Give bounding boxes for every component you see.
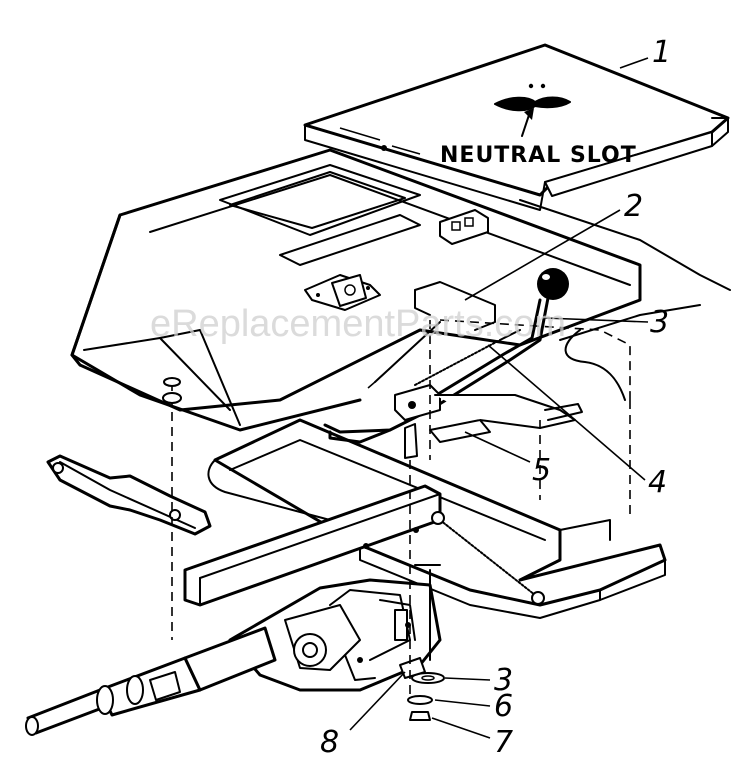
watermark: eReplacementParts.com	[150, 303, 566, 345]
callout-7: 7	[494, 725, 513, 760]
part-5-lever-mount[interactable]	[394, 384, 583, 459]
neutral-slot-cutout	[494, 96, 571, 112]
shift-knob	[537, 268, 569, 300]
callout-1: 1	[652, 35, 671, 70]
callout-5: 5	[532, 453, 551, 488]
part-1-shift-plate[interactable]	[303, 43, 730, 211]
body-tab	[439, 209, 489, 245]
assembly-lines	[171, 320, 631, 700]
part-3-washer[interactable]	[411, 672, 445, 684]
part-3-cable[interactable]	[439, 319, 631, 401]
neutral-slot-label: NEUTRAL SLOT	[440, 143, 637, 168]
callout-2: 2	[624, 189, 643, 224]
callout-8: 8	[320, 725, 339, 760]
mounting-bracket	[46, 454, 212, 536]
leader-lines	[349, 57, 649, 739]
fender-body	[70, 148, 731, 432]
body-fastener[interactable]	[162, 377, 182, 404]
callout-3-lower: 3	[494, 663, 513, 698]
callout-6: 6	[494, 689, 513, 724]
part-7-nut[interactable]	[409, 711, 431, 721]
rear-spring[interactable]	[431, 511, 545, 605]
body-latch-bracket	[304, 274, 381, 311]
shift-rod	[414, 564, 441, 661]
callout-3: 3	[650, 305, 669, 340]
axle-shaft	[25, 626, 277, 736]
callout-4: 4	[648, 465, 667, 500]
transaxle-assembly[interactable]	[228, 578, 442, 692]
part-4-spring-coil[interactable]	[414, 329, 521, 386]
part-4-spring[interactable]	[367, 321, 441, 389]
part-6-washer[interactable]	[407, 695, 433, 705]
